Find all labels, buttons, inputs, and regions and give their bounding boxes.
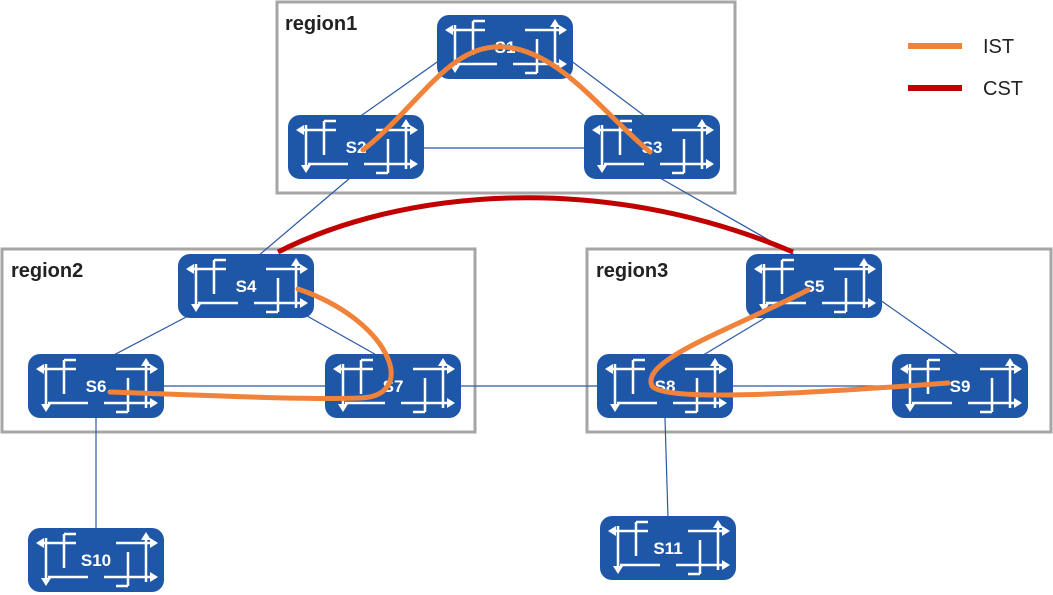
- link-s8-s11: [664, 417, 669, 519]
- switch-s6: S6: [26, 352, 166, 420]
- region1-box: [275, 0, 737, 195]
- switch-s9-label: S9: [950, 377, 971, 396]
- region2-label: region2: [11, 260, 83, 282]
- cst-path: [276, 195, 794, 255]
- switch-s10: S10: [26, 526, 166, 594]
- link-s4-s7: [299, 311, 381, 358]
- switch-s11: S11: [598, 514, 738, 582]
- switch-s4-label: S4: [236, 277, 257, 296]
- switch-s2-label: S2: [346, 138, 367, 157]
- ist-paths: [107, 44, 951, 401]
- legend: IST CST: [908, 36, 1023, 100]
- link-s1-s2: [354, 59, 441, 121]
- ist-path-region3: [648, 287, 951, 398]
- physical-links: [95, 59, 961, 530]
- switch-s3: S3: [582, 113, 722, 181]
- switch-s10-label: S10: [81, 551, 111, 570]
- legend-cst-label: CST: [983, 78, 1023, 100]
- switch-s9: S9: [890, 352, 1030, 420]
- link-s5-s9: [879, 299, 961, 357]
- region3-label: region3: [596, 260, 668, 282]
- link-s4-s6: [109, 314, 191, 358]
- switch-s4: S4: [176, 252, 316, 320]
- legend-ist-label: IST: [983, 36, 1014, 58]
- region3-box: [585, 247, 1053, 434]
- region1-label: region1: [285, 13, 357, 35]
- switch-s6-label: S6: [86, 377, 107, 396]
- switch-s11-label: S11: [653, 539, 682, 558]
- link-s2-s4: [257, 177, 351, 257]
- link-s5-s8: [699, 314, 771, 358]
- region2-box: [0, 247, 477, 434]
- ist-path-region2: [107, 286, 394, 401]
- ist-path-region1: [360, 44, 653, 155]
- switch-s2: S2: [286, 113, 426, 181]
- switch-s7: S7: [323, 352, 463, 420]
- link-s1-s3: [569, 59, 651, 121]
